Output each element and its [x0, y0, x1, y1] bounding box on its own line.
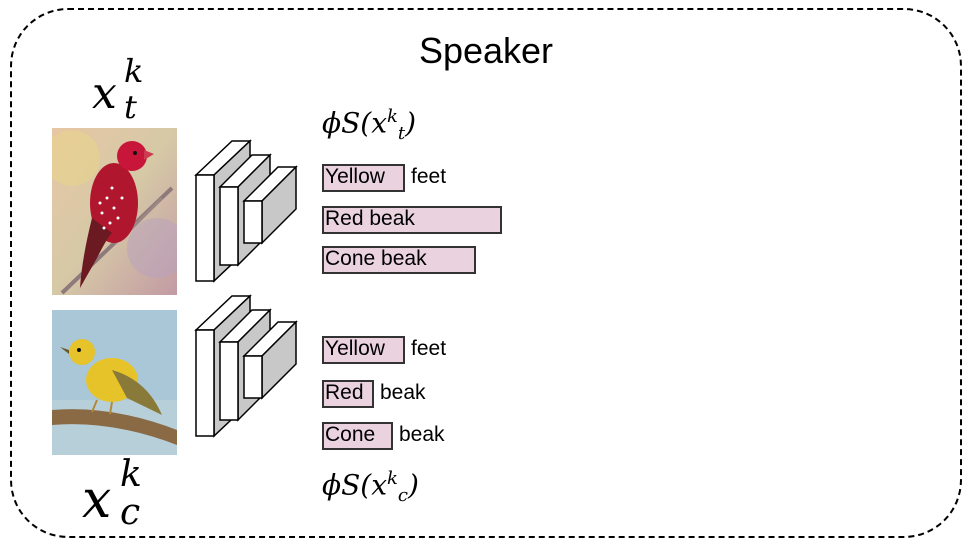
context-variable-label: x k c	[82, 454, 172, 538]
cnn-layer-3-face	[243, 355, 263, 399]
cnn-layer-1-face	[195, 174, 215, 282]
attribute-bar	[322, 164, 405, 192]
attribute-suffix: feet	[411, 165, 447, 188]
target-phi-sub: t	[397, 122, 406, 144]
cnn-layer-2-face	[219, 186, 239, 266]
target-cnn-encoder	[194, 139, 298, 283]
diagram-title: Speaker	[418, 30, 554, 71]
target-phi-close: )	[405, 106, 417, 140]
target-phi-text: ϕS(x	[322, 106, 387, 140]
target-variable-label: x k t	[92, 52, 172, 128]
context-phi-sub: c	[397, 484, 408, 506]
attribute-bar	[322, 380, 374, 408]
attribute-label: Yellow	[325, 337, 385, 360]
attribute-bar	[322, 422, 393, 450]
cnn-layer-3-face	[243, 200, 263, 244]
context-variable-base: x	[82, 470, 112, 530]
context-feature-label: ϕS(xkc)	[322, 468, 419, 506]
attribute-bar	[322, 336, 405, 364]
attribute-suffix: beak	[380, 381, 426, 404]
attribute-label: Red	[325, 381, 364, 404]
target-variable-base: x	[92, 68, 117, 119]
attribute-bar	[322, 246, 476, 274]
red-bird-picture	[52, 128, 177, 295]
context-phi-close: )	[408, 468, 419, 502]
attribute-suffix: beak	[399, 423, 445, 446]
attribute-label: Yellow	[325, 165, 385, 188]
target-feature-label: ϕS(xkt)	[322, 106, 416, 144]
attribute-label: Cone beak	[325, 247, 427, 270]
context-cnn-encoder	[194, 294, 298, 438]
cnn-layer-1-face	[195, 329, 215, 437]
speaker-frame	[10, 8, 962, 538]
attribute-label: Cone	[325, 423, 376, 446]
context-bird-image	[52, 310, 177, 455]
attribute-label: Red beak	[325, 207, 415, 230]
target-variable-sub: t	[124, 88, 137, 126]
target-variable-sup: k	[124, 52, 144, 90]
attribute-bar	[322, 206, 502, 234]
context-variable-sub: c	[120, 492, 141, 533]
target-bird-image	[52, 128, 177, 295]
cnn-layer-2-face	[219, 341, 239, 421]
target-phi-sup: k	[386, 106, 398, 127]
context-variable-sup: k	[120, 454, 142, 495]
attribute-suffix: feet	[411, 337, 447, 360]
context-phi-text: ϕS(x	[322, 468, 387, 502]
yellow-bird-picture	[52, 310, 177, 455]
context-phi-sup: k	[386, 468, 398, 489]
